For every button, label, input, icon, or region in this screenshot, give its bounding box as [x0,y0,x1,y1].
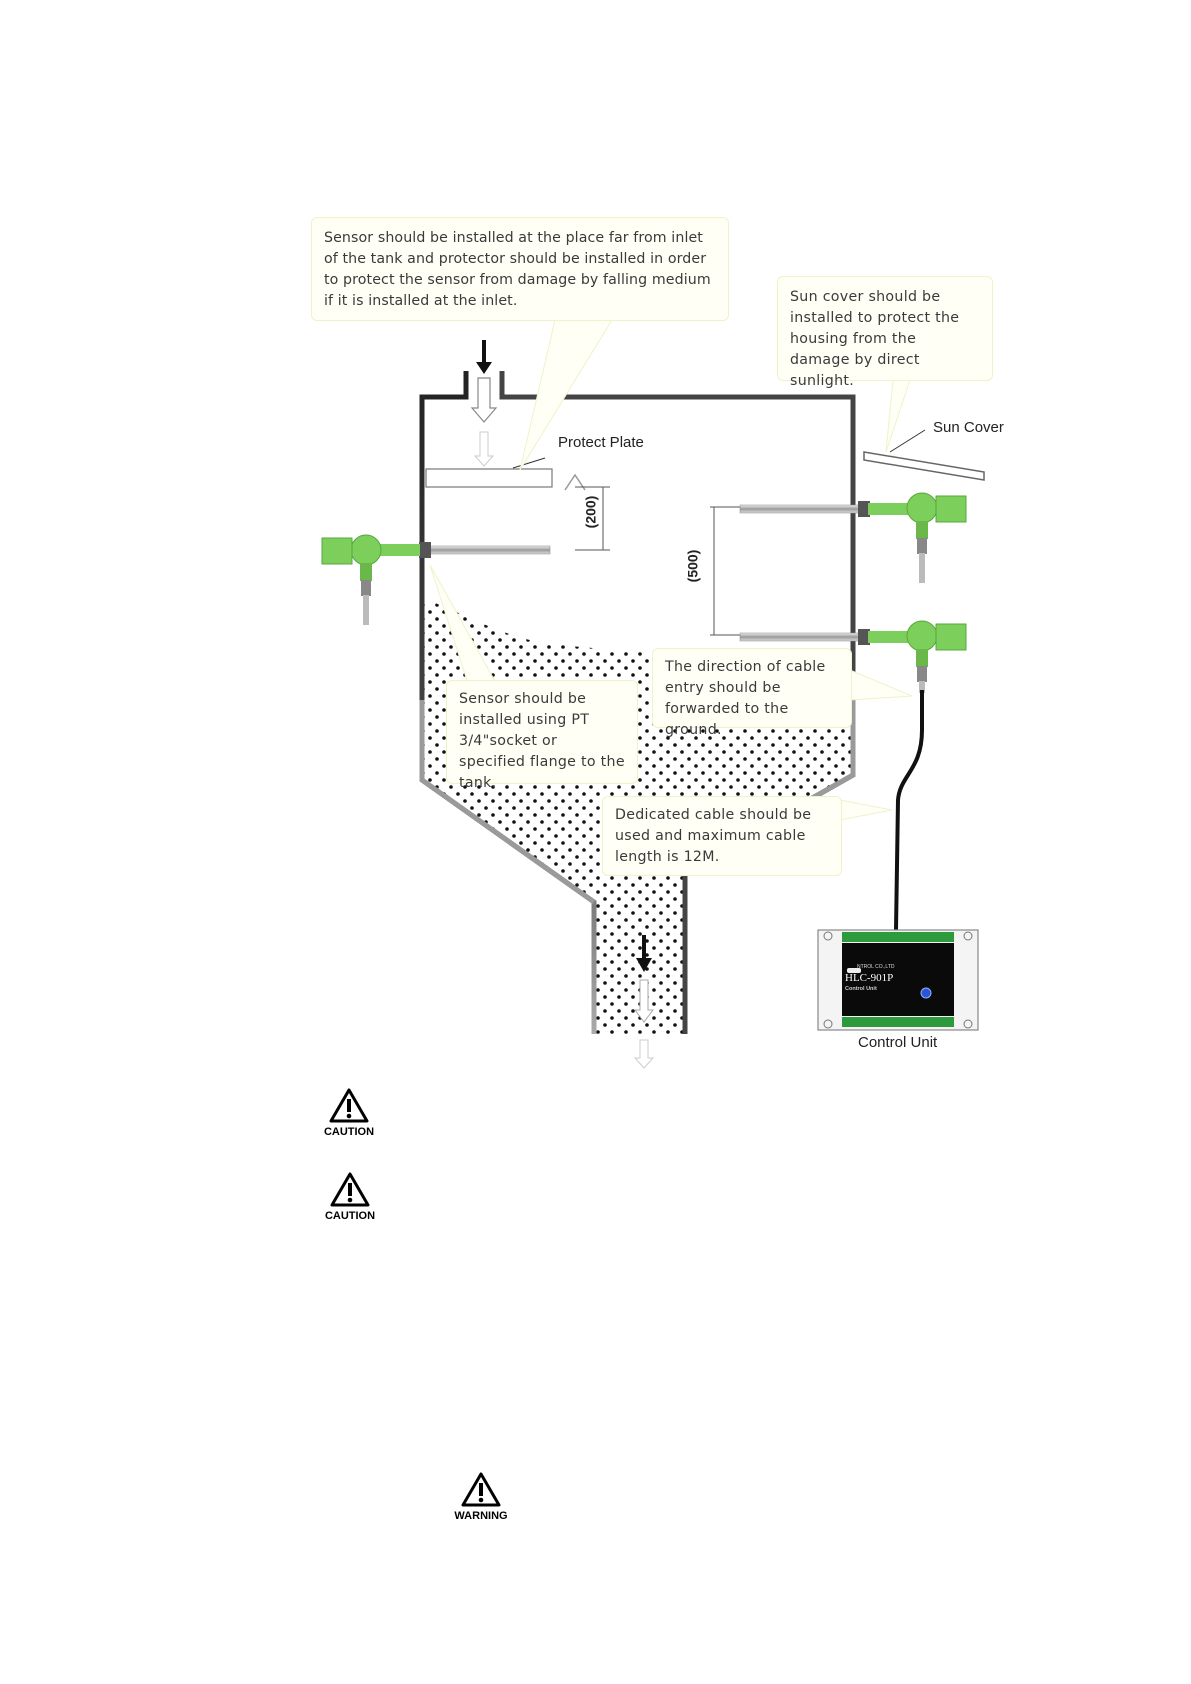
caution-label-1: CAUTION [323,1126,375,1138]
sensor-right-lower-head [906,620,938,652]
callout-cable: Dedicated cable should be used and maxim… [602,796,842,876]
callout-cable-direction-text: The direction of cable entry should be f… [665,659,826,738]
tank-wall-right [499,371,856,1034]
control-unit-model: HLC-901P [845,972,894,984]
sun-cover [863,451,985,481]
outlet-arrow-hollow [634,979,654,1023]
sensor-left-head [350,534,382,566]
control-unit-brand: NTROL CO.,LTD [857,964,895,970]
callout-sun-cover: Sun cover should be installed to protect… [777,276,993,389]
callout-inlet: Sensor should be installed at the place … [311,217,729,321]
dimension-500: (500) [684,549,701,583]
warning-label: WARNING [454,1510,508,1522]
tank-wall-left [419,371,597,1034]
label-sun-cover: Sun Cover [933,419,1004,436]
callout-sun-cover-text: Sun cover should be installed to protect… [790,289,960,389]
control-unit [817,929,979,1031]
warning-triangle-icon [461,1472,501,1507]
label-protect-plate: Protect Plate [558,434,644,451]
caution-sign-1: CAUTION [319,1088,379,1138]
protect-plate [425,468,553,488]
warning-sign: WARNING [451,1472,511,1522]
caution-triangle-icon [329,1088,369,1123]
callout-inlet-text: Sensor should be installed at the place … [324,230,711,309]
caution-triangle-icon [330,1172,370,1207]
sensor-right-upper-head [906,492,938,524]
callout-cable-text: Dedicated cable should be used and maxim… [615,807,812,865]
caution-label-2: CAUTION [324,1210,376,1222]
caution-sign-2: CAUTION [320,1172,380,1222]
callout-socket-text: Sensor should be installed using PT 3/4"… [459,691,625,791]
inlet-arrow-hollow [470,377,498,423]
label-control-unit: Control Unit [858,1034,938,1051]
control-unit-subtitle: Control Unit [845,986,877,992]
callout-cable-direction: The direction of cable entry should be f… [652,648,852,738]
callout-socket: Sensor should be installed using PT 3/4"… [446,680,638,791]
dimension-200: (200) [582,495,599,529]
sensor-cable [894,690,924,931]
